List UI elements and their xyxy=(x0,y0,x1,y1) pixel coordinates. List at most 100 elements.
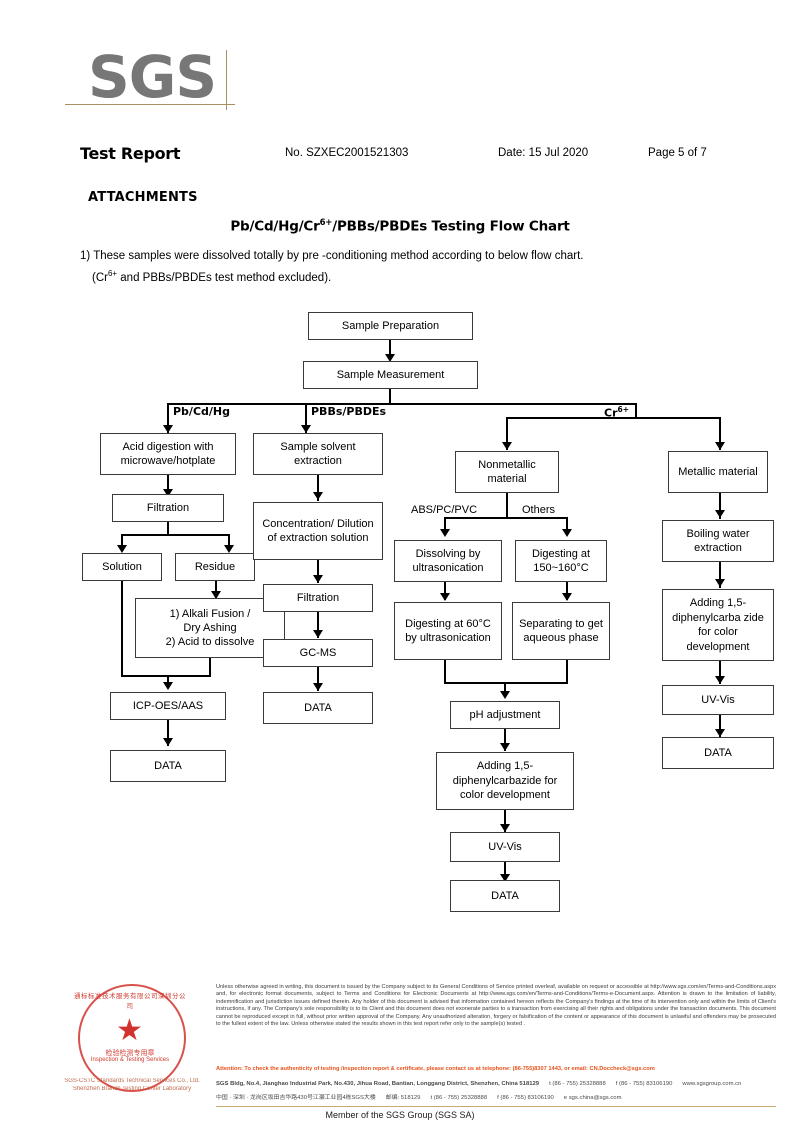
connector-cr6-nonmetallic xyxy=(506,417,508,450)
chart-title-pre: Pb/Cd/Hg/Cr xyxy=(230,218,320,235)
arrowhead-gcms-to-data xyxy=(313,683,323,691)
connector-residue-to-alkali xyxy=(215,581,217,598)
arrowhead-uvvis-to-data-right xyxy=(715,729,725,737)
zip-cn: 邮编: 518129 xyxy=(385,1095,421,1101)
flow-box-residue: Residue xyxy=(175,553,255,581)
connector-uvvis-to-data-center xyxy=(504,862,506,882)
connector-merge-down xyxy=(167,675,169,687)
connector-digesting60-down xyxy=(444,660,446,684)
connector-solution-down xyxy=(121,581,123,677)
flow-chart-title: Pb/Cd/Hg/Cr6+/PBBs/PBDEs Testing Flow Ch… xyxy=(0,218,800,235)
flow-box-sample-solvent-extraction: Sample solvent extraction xyxy=(253,433,383,475)
connector-measurement-down xyxy=(389,389,391,405)
flow-box-ph-adjustment: pH adjustment xyxy=(450,701,560,729)
connector-prep-to-measurement xyxy=(389,340,391,360)
arrowhead-uvvis-to-data-center xyxy=(500,874,510,882)
alkali-line-1: 1) Alkali Fusion / xyxy=(169,608,251,620)
report-number: No. SZXEC2001521303 xyxy=(285,147,409,159)
note-line2-superscript: 6+ xyxy=(107,269,118,278)
seal-middle-en: Inspection & Testing Services xyxy=(90,1057,170,1063)
arrowhead-metallic-to-boiling xyxy=(715,510,725,518)
tel-en: t (86 - 755) 25328888 xyxy=(549,1081,606,1087)
arrowhead-metallic xyxy=(715,442,725,450)
arrowhead-dissolving-to-digesting60 xyxy=(440,593,450,601)
arrowhead-dissolving xyxy=(440,529,450,537)
note-block: 1) These samples were dissolved totally … xyxy=(80,248,740,287)
address-cn: 中国 · 深圳 · 龙岗区坂田吉华路430号江灝工业园4栋SGS大楼 xyxy=(216,1095,376,1101)
connector-ph-to-dpc xyxy=(504,729,506,751)
connector-conc-to-filtration xyxy=(317,560,319,583)
flow-box-uv-vis-center: UV-Vis xyxy=(450,832,560,862)
arrowhead-to-ph-adjustment xyxy=(500,691,510,699)
testing-flow-chart: Sample Preparation Sample Measurement Pb… xyxy=(0,300,800,930)
arrowhead-digesting150 xyxy=(562,529,572,537)
connector-aciddigest-to-filtration xyxy=(167,475,169,497)
connector-cr6-merge-bus xyxy=(444,682,568,684)
branch-label-abs-pc-pvc: ABS/PC/PVC xyxy=(411,504,478,516)
logo-vertical-rule xyxy=(226,50,227,110)
footer-divider xyxy=(216,1106,776,1107)
arrowhead-pbbs xyxy=(301,425,311,433)
arrowhead-pbcdhg xyxy=(163,425,173,433)
email-cn: e sgs.china@sgs.com xyxy=(563,1095,622,1101)
flow-box-nonmetallic-material: Nonmetallic material xyxy=(455,451,559,493)
flow-box-acid-digestion: Acid digestion with microwave/hotplate xyxy=(100,433,236,475)
arrowhead-residue xyxy=(224,545,234,553)
connector-branch-pbcdhg xyxy=(167,403,169,433)
flow-box-filtration-left: Filtration xyxy=(112,494,224,522)
fax-cn: f (86 - 755) 83106190 xyxy=(497,1095,554,1101)
connector-icp-to-data xyxy=(167,720,169,746)
website-en: www.sgsgroup.com.cn xyxy=(682,1081,742,1087)
connector-gcms-to-data xyxy=(317,667,319,691)
alkali-line-2: Dry Ashing xyxy=(183,622,237,634)
branch-label-others: Others xyxy=(522,504,556,516)
chart-title-superscript: 6+ xyxy=(319,218,333,228)
cr6-label-pre: Cr xyxy=(604,406,618,420)
connector-filtration-down xyxy=(167,522,169,536)
note-line2-post: and PBBs/PBDEs test method excluded). xyxy=(117,271,332,284)
page-number: Page 5 of 7 xyxy=(648,147,707,159)
flow-box-sample-preparation: Sample Preparation xyxy=(308,312,473,340)
connector-dissolving-to-digesting60 xyxy=(444,582,446,600)
arrowhead-prep-to-measurement xyxy=(385,354,395,362)
connector-to-solution xyxy=(121,534,123,550)
connector-merge-to-icp xyxy=(121,675,211,677)
seal-bottom-line-1: SGS-CSTC Standards Technical Services Co… xyxy=(64,1078,200,1084)
arrowhead-ph-to-dpc xyxy=(500,743,510,751)
arrowhead-icp-to-data xyxy=(163,738,173,746)
company-seal: 通标标准技术服务有限公司深圳分公司 ★ 检验检测专用章 Inspection &… xyxy=(64,982,200,1094)
seal-ring xyxy=(78,984,186,1092)
connector-branch-cr6 xyxy=(635,403,637,417)
flow-box-separating-aqueous: Separating to get aqueous phase xyxy=(512,602,610,660)
connector-separating-down xyxy=(566,660,568,684)
address-line-english: SGS Bldg, No.4, Jianghao Industrial Park… xyxy=(216,1081,776,1087)
note-line-2: (Cr6+ and PBBs/PBDEs test method exclude… xyxy=(80,265,740,287)
branch-label-cr6: Cr6+ xyxy=(604,405,629,420)
sgs-logo: SGS xyxy=(88,43,217,111)
connector-filtration-to-gcms xyxy=(317,612,319,638)
connector-metallic-to-boiling xyxy=(719,493,721,519)
note-line-1: 1) These samples were dissolved totally … xyxy=(80,250,584,262)
flow-box-digesting-150-160: Digesting at 150~160°C xyxy=(515,540,607,582)
report-date: Date: 15 Jul 2020 xyxy=(498,147,589,159)
connector-dpc-to-uvvis-center xyxy=(504,810,506,832)
arrowhead-dpc-to-uvvis-center xyxy=(500,824,510,832)
flow-box-sample-measurement: Sample Measurement xyxy=(303,361,478,389)
report-header-row: Test Report No. SZXEC2001521303 Date: 15… xyxy=(0,144,800,166)
connector-filtration-bus xyxy=(121,534,230,536)
flow-box-gc-ms: GC-MS xyxy=(263,639,373,667)
arrowhead-digesting150-to-separating xyxy=(562,593,572,601)
attention-notice: Attention: To check the authenticity of … xyxy=(216,1066,655,1072)
connector-boiling-to-dpc xyxy=(719,562,721,588)
branch-label-pb-cd-hg: Pb/Cd/Hg xyxy=(173,405,230,418)
flow-box-data-mid: DATA xyxy=(263,692,373,724)
legal-disclaimer: Unless otherwise agreed in writing, this… xyxy=(216,984,776,1028)
arrowhead-filtration-to-gcms xyxy=(313,630,323,638)
flow-box-metallic-material: Metallic material xyxy=(668,451,768,493)
flow-box-uv-vis-right: UV-Vis xyxy=(662,685,774,715)
arrowhead-dpc-to-uvvis-right xyxy=(715,676,725,684)
alkali-line-3: 2) Acid to dissolve xyxy=(165,636,255,648)
flow-box-boiling-water-extraction: Boiling water extraction xyxy=(662,520,774,562)
seal-middle-cn: 检验检测专用章 xyxy=(105,1050,155,1057)
